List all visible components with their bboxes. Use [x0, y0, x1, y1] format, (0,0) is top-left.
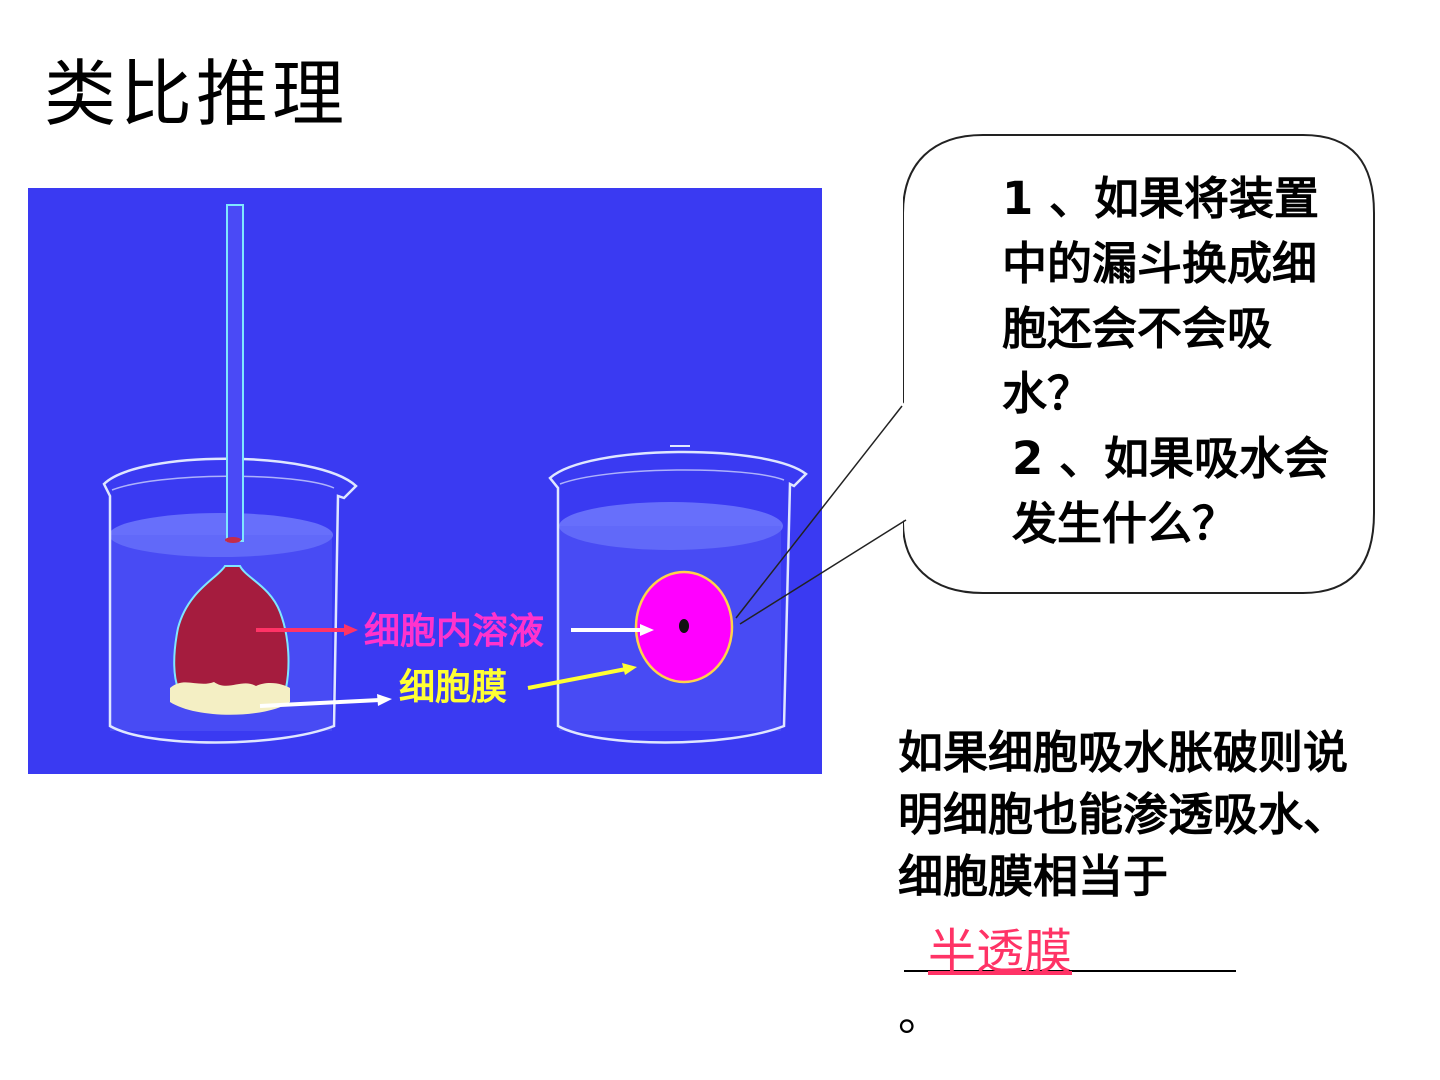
- conclusion-text: 如果细胞吸水胀破则说明细胞也能渗透吸水、细胞膜相当于半透膜 。: [898, 722, 1348, 1046]
- answer-text: 半透膜: [928, 924, 1073, 980]
- funnel-membrane: [170, 682, 290, 715]
- right-beaker: [548, 445, 808, 744]
- answer-blank: 半透膜: [898, 918, 1236, 976]
- label-arrows: [256, 624, 654, 708]
- beaker-illustration: [28, 188, 822, 774]
- question-1: 1 、如果将装置中的漏斗换成细胞还会不会吸水？: [1002, 172, 1319, 420]
- right-water-surface: [559, 502, 783, 550]
- conclusion-end: 。: [898, 988, 944, 1041]
- conclusion-body: 如果细胞吸水胀破则说明细胞也能渗透吸水、细胞膜相当于: [898, 726, 1349, 903]
- cell-membrane-label: 细胞膜: [399, 667, 508, 708]
- speech-bubble-tail: [735, 405, 907, 625]
- callout-questions: 1 、如果将装置中的漏斗换成细胞还会不会吸水？ 2 、如果吸水会发生什么？: [1002, 166, 1352, 556]
- left-water-surface: [109, 513, 333, 557]
- left-beaker: [102, 204, 358, 744]
- cell-nucleus: [679, 619, 689, 633]
- question-2: 2 、如果吸水会发生什么？: [1012, 432, 1329, 550]
- speech-bubble: [903, 134, 1375, 594]
- cell-solution-label: 细胞内溶液: [364, 611, 545, 652]
- thistle-tube: [226, 204, 244, 542]
- slide-title: 类比推理: [44, 52, 349, 136]
- osmosis-figure: [28, 188, 822, 774]
